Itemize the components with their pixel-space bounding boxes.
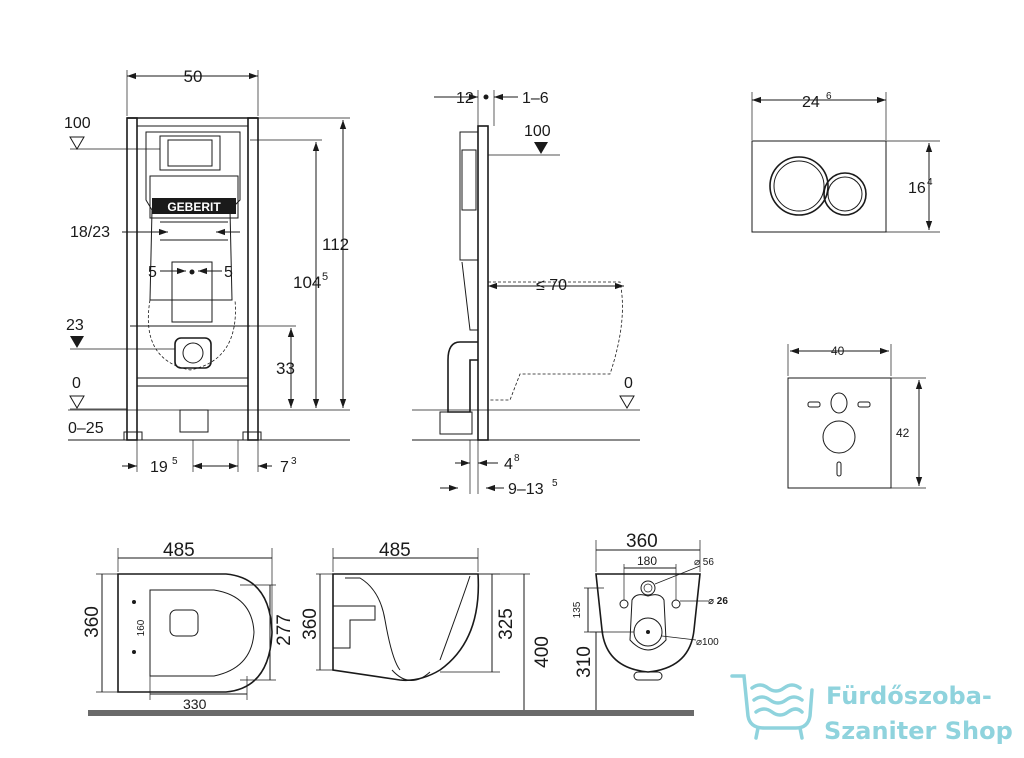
gasket-view: 40 42 <box>787 344 926 489</box>
bowl-top-view: 160 485 360 277 330 <box>82 540 295 712</box>
dim-back-135: 135 <box>572 601 583 618</box>
dim-plate-height-sup: 4 <box>927 177 933 188</box>
logo-line-2: Szaniter Shop <box>824 717 1013 745</box>
brand-label: GEBERIT <box>167 200 221 214</box>
dim-gasket-height: 42 <box>896 426 910 440</box>
shop-logo: Fürdőszoba- Szaniter Shop <box>730 674 1013 745</box>
floor-bar <box>88 710 694 716</box>
dim-level-100: 100 <box>64 115 91 132</box>
dim-frame-width: 50 <box>184 67 203 86</box>
dim-back-180: 180 <box>637 554 657 568</box>
dim-back-d100: ⌀100 <box>696 637 719 648</box>
dim-level-23: 23 <box>66 317 84 334</box>
dim-offset-right: 5 <box>224 264 233 281</box>
dim-back-360: 360 <box>626 531 658 552</box>
bathtub-icon <box>730 674 814 740</box>
dim-bottom-19: 19 <box>150 459 168 476</box>
frame-front-view: GEBERIT 50 100 112 104 5 18/23 <box>64 67 350 476</box>
dim-floor-range: 0–25 <box>68 420 104 437</box>
dim-side-level-100: 100 <box>524 123 551 140</box>
dim-range-9-13: 9–13 <box>508 481 544 498</box>
dim-side-400: 400 <box>532 636 553 668</box>
dim-bottom-7-sup: 3 <box>291 456 297 467</box>
dim-plate-height: 16 <box>908 180 926 197</box>
dim-gasket-width: 40 <box>831 344 845 358</box>
dim-bottom-7: 7 <box>280 459 289 476</box>
dim-side-325: 325 <box>496 608 517 640</box>
dim-plate-width-sup: 6 <box>826 91 832 102</box>
dim-back-d26: ⌀ 26 <box>708 596 728 607</box>
dim-offset-4: 4 <box>504 456 513 473</box>
dim-back-d56: ⌀ 56 <box>694 557 714 568</box>
dim-height-104: 104 <box>293 273 321 292</box>
frame-side-view: 12 1–6 100 ≤ 70 0 4 8 9–13 5 <box>412 90 640 498</box>
bowl-side-view: 485 360 325 400 <box>300 540 553 710</box>
dim-top-277: 277 <box>274 614 295 646</box>
dim-depth-12: 12 <box>456 90 474 107</box>
dim-flush-pipe: 18/23 <box>70 224 110 241</box>
dim-top-330: 330 <box>183 696 207 712</box>
dim-back-310: 310 <box>574 646 595 678</box>
logo-line-1: Fürdőszoba- <box>826 682 992 710</box>
dim-side-floor: 0 <box>624 375 633 392</box>
dim-side-485: 485 <box>379 540 411 561</box>
dim-offset-4-sup: 8 <box>514 453 520 464</box>
bowl-back-view: 360 180 ⌀ 56 ⌀ 26 ⌀100 135 310 <box>572 531 728 710</box>
dim-height-104-sup: 5 <box>322 271 328 283</box>
dim-top-485: 485 <box>163 540 195 561</box>
dim-adjust: 1–6 <box>522 90 549 107</box>
flush-plate-view: 24 6 16 4 <box>751 91 940 233</box>
dim-seat-160: 160 <box>136 619 147 636</box>
dim-height-112: 112 <box>322 235 349 254</box>
dim-top-360: 360 <box>82 606 103 638</box>
dim-plate-width: 24 <box>802 94 820 111</box>
dim-bottom-19-sup: 5 <box>172 456 178 467</box>
dim-drain-33: 33 <box>276 359 295 378</box>
dim-range-9-13-sup: 5 <box>552 478 558 489</box>
dim-side-360: 360 <box>300 608 321 640</box>
dim-offset-left: 5 <box>148 264 157 281</box>
dim-reach: ≤ 70 <box>536 277 567 294</box>
dim-floor-0: 0 <box>72 375 81 392</box>
